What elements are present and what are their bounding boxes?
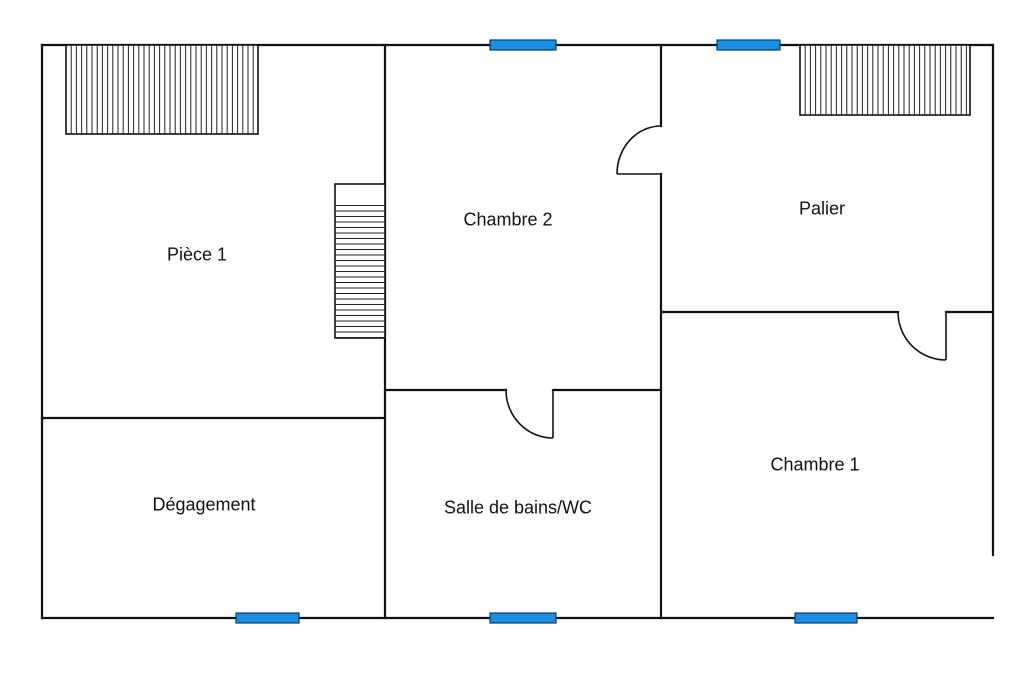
window-chambre1-bottom: [794, 612, 858, 624]
room-label-piece1: Pièce 1: [166, 244, 228, 265]
door-chambre2-palier: [616, 125, 662, 175]
door-salle-de-bains: [505, 389, 554, 439]
window-palier-top: [716, 39, 781, 51]
room-label-degagement: Dégagement: [152, 494, 256, 515]
windows: [235, 39, 858, 624]
stair-piece1-top: [65, 44, 259, 135]
room-label-salle-de-bains: Salle de bains/WC: [443, 497, 593, 518]
room-label-palier: Palier: [798, 198, 846, 219]
window-chambre2-top: [489, 39, 557, 51]
room-label-chambre1: Chambre 1: [770, 454, 860, 475]
stair-palier-top: [799, 44, 971, 116]
stair-piece1-side: [334, 183, 386, 339]
room-label-chambre2: Chambre 2: [463, 209, 553, 230]
door-chambre1: [897, 311, 947, 361]
window-degagement-bottom: [235, 612, 300, 624]
window-salle-de-bains-bottom: [489, 612, 557, 624]
